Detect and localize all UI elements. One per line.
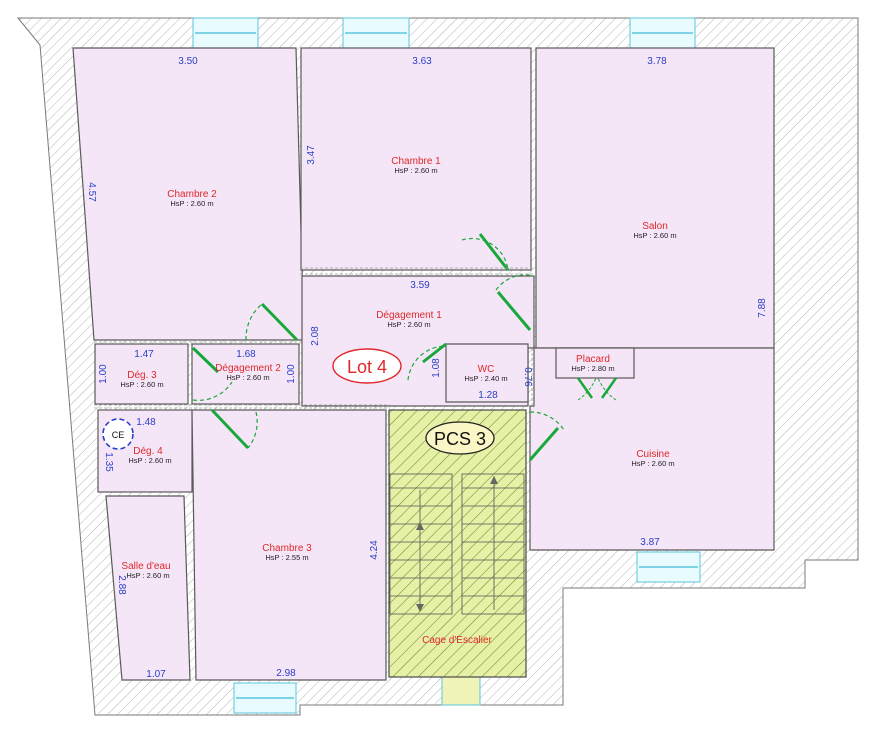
room-placard	[555, 347, 635, 379]
lot-label-text: Lot 4	[347, 357, 387, 377]
dimension: 3.87	[640, 537, 660, 548]
ce-label-text: CE	[112, 430, 125, 440]
dimension: 2.98	[276, 668, 296, 679]
room-height-chambre3: HsP : 2.55 m	[265, 553, 308, 562]
dimension: 3.63	[412, 56, 432, 67]
room-height-salon: HsP : 2.60 m	[633, 231, 676, 240]
dimension: 1.00	[286, 364, 297, 384]
room-name-degagement2: Dégagement 2	[215, 363, 281, 374]
dimension: 2.08	[310, 326, 321, 346]
dimension-labels: 3.50 3.63 3.78 4.57 3.47 7.88 3.59 2.08 …	[86, 56, 768, 680]
window-cage	[441, 676, 481, 706]
dimension: 3.59	[410, 280, 430, 291]
room-height-cuisine: HsP : 2.60 m	[631, 459, 674, 468]
room-name-chambre1: Chambre 1	[391, 156, 441, 167]
room-height-degagement2: HsP : 2.60 m	[226, 373, 269, 382]
lot-label: Lot 4	[332, 348, 402, 384]
room-name-wc: WC	[478, 364, 495, 375]
room-height-salle-eau: HsP : 2.60 m	[126, 571, 169, 580]
dimension: 1.08	[431, 358, 442, 378]
dimension: 3.78	[647, 56, 667, 67]
room-name-cuisine: Cuisine	[636, 449, 670, 460]
room-name-salon: Salon	[642, 221, 668, 232]
room-wc	[445, 343, 529, 403]
pcs-label: PCS 3	[425, 421, 495, 455]
room-name-deg4: Dég. 4	[133, 446, 163, 457]
room-degagement2	[191, 343, 300, 405]
room-name-placard: Placard	[576, 354, 610, 365]
room-height-degagement1: HsP : 2.60 m	[387, 320, 430, 329]
room-height-deg4: HsP : 2.60 m	[128, 456, 171, 465]
dimension: 1.48	[136, 417, 156, 428]
room-name-salle-eau: Salle d'eau	[121, 561, 170, 572]
dimension: 1.07	[146, 669, 166, 680]
room-chambre3	[191, 409, 387, 681]
room-salle-eau	[105, 495, 191, 681]
room-name-degagement1: Dégagement 1	[376, 310, 442, 321]
room-name-chambre2: Chambre 2	[167, 189, 217, 200]
room-labels: Chambre 2 HsP : 2.60 m Chambre 1 HsP : 2…	[120, 156, 676, 646]
ce-marker: CE	[102, 418, 134, 450]
room-name-chambre3: Chambre 3	[262, 543, 312, 554]
dimension: 1.00	[98, 364, 109, 384]
room-chambre1	[300, 47, 532, 271]
doors	[191, 233, 618, 461]
dimension: 1.28	[478, 390, 498, 401]
dimension: 4.57	[86, 182, 97, 202]
room-height-wc: HsP : 2.40 m	[464, 374, 507, 383]
dimension: 0.76	[522, 367, 533, 387]
dimension: 1.68	[236, 349, 256, 360]
room-height-deg3: HsP : 2.60 m	[120, 380, 163, 389]
room-name-deg3: Dég. 3	[127, 370, 157, 381]
room-height-chambre2: HsP : 2.60 m	[170, 199, 213, 208]
room-height-placard: HsP : 2.80 m	[571, 364, 614, 373]
dimension: 7.88	[757, 298, 768, 318]
room-name-cage: Cage d'Escalier	[422, 635, 492, 646]
dimension: 3.50	[178, 56, 198, 67]
dimension: 3.47	[306, 145, 317, 165]
dimension: 2.88	[116, 575, 127, 595]
room-salon	[535, 47, 775, 349]
room-height-chambre1: HsP : 2.60 m	[394, 166, 437, 175]
dimension: 1.35	[103, 452, 114, 472]
pcs-label-text: PCS 3	[434, 429, 486, 449]
dimension: 4.24	[369, 540, 380, 560]
room-deg3	[94, 343, 189, 405]
dimension: 1.47	[134, 349, 154, 360]
